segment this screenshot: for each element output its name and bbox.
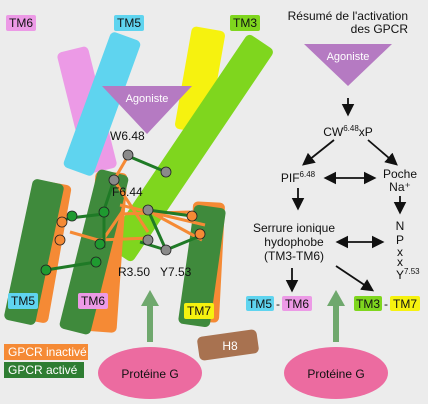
flow-serrure-line1: Serrure ionique xyxy=(253,221,335,235)
svg-text:x: x xyxy=(397,255,403,269)
svg-text:N: N xyxy=(396,219,405,233)
agonist-triangle-left xyxy=(102,86,192,134)
flow-cwxp: CW6.48xP xyxy=(323,124,373,139)
out-left-b: TM6 xyxy=(285,297,309,311)
residue-node-tm6a xyxy=(98,206,110,218)
inactive-contacts xyxy=(69,155,206,245)
residue-node-mid xyxy=(142,204,154,216)
tm5-active-helix xyxy=(4,179,64,325)
out-right-sep: - xyxy=(384,297,388,311)
legend-active: GPCR activé xyxy=(8,363,78,377)
tag-tm6-top-bg xyxy=(6,15,36,31)
residue-node-tm5d xyxy=(54,234,66,246)
residue-node-tm5c xyxy=(40,264,52,276)
tag-tm3-top: TM3 xyxy=(233,16,257,30)
residue-label-y753: Y7.53 xyxy=(160,265,192,279)
residue-node-w648 xyxy=(122,149,134,161)
residue-nodes xyxy=(40,149,206,276)
residue-label-f644: F6.44 xyxy=(112,185,143,199)
residue-node-tm5a xyxy=(66,210,78,222)
svg-text:Y7.53: Y7.53 xyxy=(396,267,420,282)
out-left-a-bg xyxy=(246,296,274,311)
gprotein-right-label: Protéine G xyxy=(307,367,364,381)
residue-label-w648: W6.48 xyxy=(110,129,145,143)
gprotein-arrowhead-right xyxy=(327,290,345,306)
svg-text:P: P xyxy=(396,233,404,247)
out-right-b-bg xyxy=(390,296,420,311)
svg-text:x: x xyxy=(397,245,403,259)
gprotein-left-label: Protéine G xyxy=(121,367,178,381)
flow-poche: Poche xyxy=(383,167,417,181)
out-right-a: TM3 xyxy=(356,297,380,311)
tag-tm3-top-bg xyxy=(230,15,260,31)
residue-node-tm6c xyxy=(90,256,102,268)
residue-node-tm7 xyxy=(194,228,206,240)
agonist-triangle-right xyxy=(304,44,392,86)
tag-tm5-bottom-bg xyxy=(8,293,38,309)
tag-tm5-top-bg xyxy=(114,15,144,31)
legend-inactive: GPCR inactivé xyxy=(8,345,87,359)
tag-h8: H8 xyxy=(222,339,238,353)
residue-node-tm5b xyxy=(56,216,68,228)
residue-node-f644 xyxy=(108,174,120,186)
flow-arrows xyxy=(285,98,407,293)
tag-tm7-bottom-bg xyxy=(184,303,214,319)
tm6-active-helix xyxy=(59,169,129,335)
gprotein-left xyxy=(98,347,202,399)
residue-node-y753 xyxy=(160,244,172,256)
out-right-a-bg xyxy=(354,296,382,311)
legend-inactive-bg xyxy=(4,344,88,360)
tm7-active-helix xyxy=(178,205,226,327)
flow-poche-na: Na⁺ xyxy=(389,180,411,194)
residue-node-top xyxy=(160,166,172,178)
tag-tm7-bottom: TM7 xyxy=(187,304,211,318)
tm3-green-helix xyxy=(107,34,273,262)
legend-active-bg xyxy=(4,362,84,378)
gprotein-arrowhead-left xyxy=(141,290,159,306)
residue-node-tm7b xyxy=(186,210,198,222)
h8-helix xyxy=(197,329,259,361)
tag-tm5-bottom: TM5 xyxy=(11,294,35,308)
out-left-b-bg xyxy=(282,296,312,311)
flow-npxxy: N P x x Y7.53 xyxy=(396,219,420,282)
out-right-b: TM7 xyxy=(393,297,417,311)
out-left-sep: - xyxy=(276,297,280,311)
flow-serrure-line3: (TM3-TM6) xyxy=(264,249,324,263)
residue-node-r350 xyxy=(142,234,154,246)
tag-tm6-bottom-bg xyxy=(78,293,108,309)
gprotein-right xyxy=(284,347,388,399)
summary-title-line1: Résumé de l'activation xyxy=(288,9,408,23)
flow-serrure-line2: hydophobe xyxy=(264,235,324,249)
summary-title-line2: des GPCR xyxy=(351,22,409,36)
agonist-label-left: Agoniste xyxy=(126,93,169,105)
tag-tm6-top: TM6 xyxy=(9,16,33,30)
flow-pif: PIF6.48 xyxy=(281,170,316,185)
tag-tm5-top: TM5 xyxy=(117,16,141,30)
tm5-upper-helix xyxy=(63,32,141,176)
out-left-a: TM5 xyxy=(248,297,272,311)
agonist-label-right: Agoniste xyxy=(327,51,370,63)
tag-tm6-bottom: TM6 xyxy=(81,294,105,308)
residue-node-tm6b xyxy=(94,238,106,250)
residue-label-r350: R3.50 xyxy=(118,265,150,279)
